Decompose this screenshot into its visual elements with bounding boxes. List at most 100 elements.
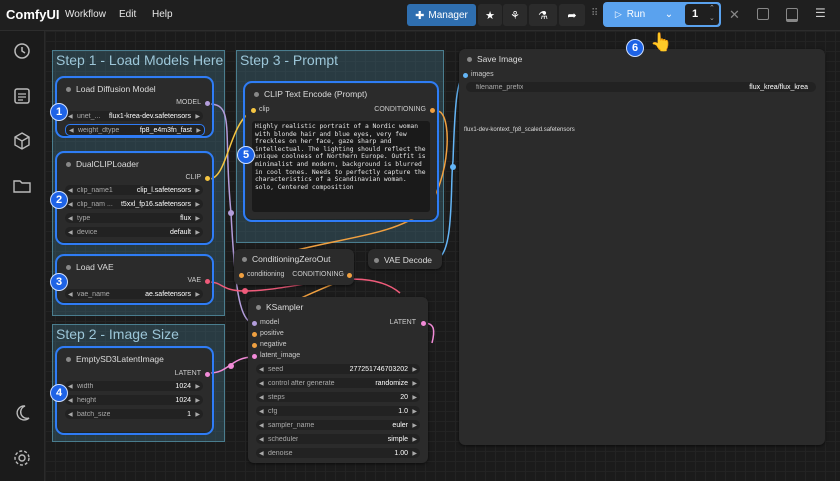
- arrow-right-icon[interactable]: ▶: [412, 380, 417, 387]
- node-conditioning-zero-out[interactable]: ConditioningZeroOut conditioning CONDITI…: [234, 249, 354, 285]
- run-button[interactable]: ▷ Run: [605, 4, 655, 25]
- input-images-port[interactable]: [463, 73, 468, 78]
- arrow-left-icon[interactable]: ◀: [68, 113, 73, 120]
- graph-canvas[interactable]: Step 1 - Load Models Here Step 2 - Image…: [45, 31, 840, 481]
- output-conditioning-port[interactable]: [347, 273, 352, 278]
- output-model-port[interactable]: [205, 101, 210, 106]
- output-latent-port[interactable]: [421, 321, 426, 326]
- menu-workflow[interactable]: Workflow: [65, 9, 106, 20]
- arrow-left-icon[interactable]: ◀: [68, 397, 73, 404]
- prompt-textarea[interactable]: Highly realistic portrait of a Nordic wo…: [252, 121, 430, 212]
- stepper-up-icon[interactable]: ⌃: [709, 5, 715, 12]
- menu-help[interactable]: Help: [152, 9, 173, 20]
- node-clip-text-encode[interactable]: CLIP Text Encode (Prompt) clip CONDITION…: [243, 81, 439, 222]
- arrow-left-icon[interactable]: ◀: [259, 450, 264, 457]
- queue-list-icon[interactable]: [12, 86, 32, 106]
- arrow-left-icon[interactable]: ◀: [68, 187, 73, 194]
- arrow-right-icon[interactable]: ▶: [195, 383, 200, 390]
- arrow-right-icon[interactable]: ▶: [195, 411, 200, 418]
- output-latent-port[interactable]: [205, 372, 210, 377]
- output-vae-port[interactable]: [205, 279, 210, 284]
- run-options-button[interactable]: ⌄: [656, 4, 682, 25]
- arrow-left-icon[interactable]: ◀: [69, 127, 74, 134]
- stepper-down-icon[interactable]: ⌄: [709, 15, 715, 22]
- close-icon[interactable]: ✕: [729, 7, 740, 22]
- arrow-right-icon[interactable]: ▶: [196, 127, 201, 134]
- settings-gear-icon[interactable]: [12, 448, 32, 468]
- arrow-left-icon[interactable]: ◀: [68, 383, 73, 390]
- arrow-left-icon[interactable]: ◀: [259, 366, 264, 373]
- window-icon[interactable]: [757, 8, 769, 20]
- input-positive-port[interactable]: [252, 332, 257, 337]
- input-conditioning-port[interactable]: [239, 273, 244, 278]
- arrow-right-icon[interactable]: ▶: [195, 113, 200, 120]
- arrow-right-icon[interactable]: ▶: [412, 422, 417, 429]
- arrow-left-icon[interactable]: ◀: [259, 408, 264, 415]
- bookmark-button[interactable]: ⚘: [503, 4, 527, 26]
- arrow-right-icon[interactable]: ▶: [195, 187, 200, 194]
- panel-icon[interactable]: [786, 8, 798, 22]
- hamburger-menu-icon[interactable]: ☰: [815, 6, 826, 20]
- star-button[interactable]: ★: [478, 4, 502, 26]
- queue-count-input[interactable]: 1 ⌃ ⌄: [685, 4, 719, 25]
- share-button[interactable]: ➦: [559, 4, 585, 26]
- arrow-left-icon[interactable]: ◀: [259, 394, 264, 401]
- refresh-button[interactable]: ⚗: [529, 4, 557, 26]
- input-latent-port[interactable]: [252, 354, 257, 359]
- node-load-diffusion-model[interactable]: Load Diffusion Model MODEL ◀unet_...flux…: [55, 76, 214, 138]
- arrow-right-icon[interactable]: ▶: [412, 408, 417, 415]
- manager-button[interactable]: ✚ Manager: [407, 4, 476, 26]
- output-conditioning-port[interactable]: [430, 108, 435, 113]
- arrow-left-icon[interactable]: ◀: [68, 291, 73, 298]
- input-model-port[interactable]: [252, 321, 257, 326]
- input-clip-port[interactable]: [251, 108, 256, 113]
- arrow-left-icon[interactable]: ◀: [68, 411, 73, 418]
- arrow-left-icon[interactable]: ◀: [68, 201, 73, 208]
- node-vae-decode[interactable]: VAE Decode: [368, 249, 442, 269]
- node-ksampler[interactable]: KSampler model LATENT positive negative …: [248, 297, 428, 463]
- arrow-right-icon[interactable]: ▶: [195, 229, 200, 236]
- arrow-right-icon[interactable]: ▶: [412, 366, 417, 373]
- arrow-right-icon[interactable]: ▶: [412, 394, 417, 401]
- arrow-left-icon[interactable]: ◀: [259, 380, 264, 387]
- arrow-right-icon[interactable]: ▶: [195, 291, 200, 298]
- model-library-cube-icon[interactable]: [12, 131, 32, 151]
- folder-icon[interactable]: [12, 176, 32, 196]
- arrow-right-icon[interactable]: ▶: [195, 397, 200, 404]
- theme-moon-icon[interactable]: [12, 403, 32, 423]
- arrow-right-icon[interactable]: ▶: [195, 215, 200, 222]
- drag-handle-icon[interactable]: ⠿: [591, 8, 599, 19]
- input-negative-port[interactable]: [252, 343, 257, 348]
- arrow-left-icon[interactable]: ◀: [259, 436, 264, 443]
- output-clip-port[interactable]: [205, 176, 210, 181]
- arrow-right-icon[interactable]: ▶: [412, 436, 417, 443]
- arrow-left-icon[interactable]: ◀: [68, 215, 73, 222]
- clip-name2-select[interactable]: ◀clip_nam ...t5xxl_fp16.safetensors▶: [65, 199, 203, 209]
- arrow-right-icon[interactable]: ▶: [412, 450, 417, 457]
- unet-name-select[interactable]: ◀unet_...flux1-krea-dev.safetensors▶: [65, 111, 203, 121]
- history-icon[interactable]: [12, 41, 32, 61]
- arrow-left-icon[interactable]: ◀: [259, 422, 264, 429]
- arrow-right-icon[interactable]: ▶: [195, 201, 200, 208]
- menu-edit[interactable]: Edit: [119, 9, 137, 20]
